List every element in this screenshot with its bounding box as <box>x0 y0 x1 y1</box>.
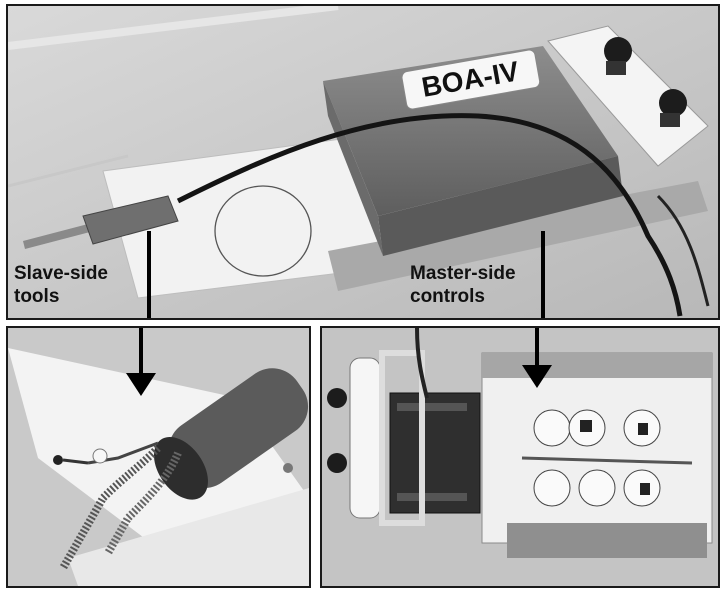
cable <box>176 113 683 317</box>
joystick-icon <box>604 37 632 65</box>
master-controls-closeup-panel <box>320 326 720 588</box>
master-side-label: Master-side controls <box>410 262 516 308</box>
joystick-icon <box>327 388 347 408</box>
tool-sheath-closeup <box>154 368 309 500</box>
top-photo-panel: BOA-IV <box>6 4 720 320</box>
actuator-box <box>323 46 618 216</box>
slave-label-line1: Slave-side <box>14 263 108 284</box>
arrow-head-master-icon <box>522 365 552 388</box>
slave-side-label: Slave-side tools <box>14 262 108 308</box>
slave-tools-closeup-panel <box>6 326 311 588</box>
arrow-head-slave-icon <box>126 373 156 396</box>
joystick-icon <box>659 89 687 117</box>
joystick-board <box>349 357 381 519</box>
joystick-icon <box>327 453 347 473</box>
master-label-line2: controls <box>410 286 485 307</box>
device-overview-photo: BOA-IV <box>8 6 718 318</box>
master-label-line1: Master-side <box>410 263 516 284</box>
tool-sheath <box>82 195 179 245</box>
master-base <box>481 352 713 544</box>
controller-board <box>547 25 709 167</box>
pulley-array <box>533 409 661 507</box>
foil-base <box>328 181 708 291</box>
slave-tools-photo <box>8 328 309 586</box>
master-controls-photo <box>322 328 718 586</box>
slave-label-line2: tools <box>14 286 60 307</box>
